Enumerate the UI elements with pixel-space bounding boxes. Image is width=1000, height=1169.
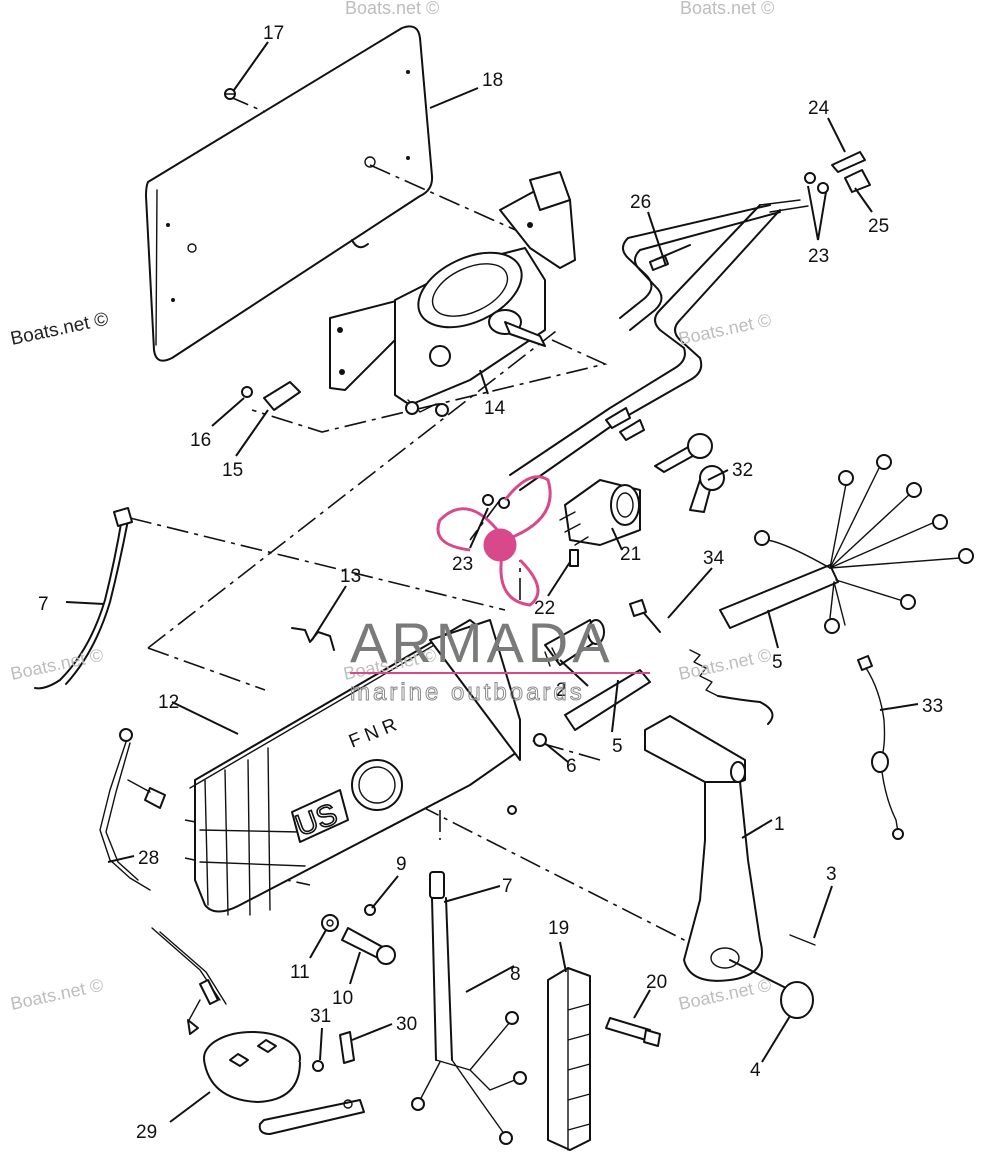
callout-numbers: 17 18 24 25 23 26 14 16 15 32 7 23 21 22… bbox=[38, 23, 943, 1143]
warning-horn bbox=[151, 927, 365, 1135]
callout-4: 4 bbox=[750, 1060, 761, 1081]
control-housing: US F N R bbox=[189, 619, 521, 916]
callout-31: 31 bbox=[310, 1006, 331, 1027]
watermark: Boats.net © bbox=[680, 0, 774, 18]
callout-1: 1 bbox=[774, 814, 785, 835]
callout-6: 6 bbox=[566, 756, 577, 777]
brand-tagline: marine outboards bbox=[350, 679, 585, 706]
lead-wire bbox=[34, 507, 133, 690]
washer bbox=[533, 733, 547, 747]
screw bbox=[224, 88, 236, 100]
mounting-plate bbox=[145, 25, 434, 362]
control-handle bbox=[644, 715, 791, 991]
callout-7-center: 7 bbox=[502, 876, 513, 897]
callout-8: 8 bbox=[510, 964, 521, 985]
roll-pin bbox=[789, 934, 816, 946]
armada-logo-icon bbox=[436, 475, 552, 607]
callout-18: 18 bbox=[482, 70, 503, 91]
block-bolt bbox=[605, 1017, 661, 1047]
callout-9: 9 bbox=[396, 854, 407, 875]
callout-30: 30 bbox=[396, 1014, 417, 1035]
callout-23-center: 23 bbox=[452, 554, 473, 575]
watermark: Boats.net © bbox=[677, 310, 773, 349]
wire-harness bbox=[754, 454, 974, 634]
armada-brand: ARMADA marine outboards bbox=[350, 611, 650, 707]
callout-2: 2 bbox=[556, 680, 567, 701]
wire-sleeve bbox=[564, 564, 839, 731]
watermarks: Boats.net © Boats.net © Boats.net © Boat… bbox=[9, 0, 775, 1014]
assembly-guide-lines bbox=[129, 95, 701, 949]
callout-5-center: 5 bbox=[612, 736, 623, 757]
callout-32: 32 bbox=[732, 460, 753, 481]
throttle-shift-cables bbox=[509, 199, 809, 491]
callout-10: 10 bbox=[332, 988, 353, 1009]
callout-25: 25 bbox=[868, 216, 889, 237]
callout-19: 19 bbox=[548, 918, 569, 939]
mounting-screws bbox=[312, 1031, 355, 1072]
trim-switch bbox=[544, 619, 605, 667]
callout-leader-lines bbox=[65, 41, 919, 1123]
watermark: Boats.net © bbox=[9, 309, 111, 350]
callout-20: 20 bbox=[646, 972, 667, 993]
callout-7-left: 7 bbox=[38, 594, 49, 615]
callout-12: 12 bbox=[158, 692, 179, 713]
stop-switch-lead bbox=[857, 655, 904, 840]
cable-pin bbox=[804, 151, 871, 194]
terminal-screw bbox=[569, 549, 579, 567]
safety-lanyard bbox=[629, 599, 774, 725]
callout-21: 21 bbox=[620, 544, 641, 565]
watermark: Boats.net © bbox=[9, 975, 105, 1014]
nut bbox=[482, 494, 510, 509]
callout-23-upper: 23 bbox=[808, 246, 829, 267]
watermark: Boats.net © bbox=[345, 0, 439, 18]
ignition-keys bbox=[654, 433, 725, 513]
callout-3: 3 bbox=[826, 864, 837, 885]
callout-15: 15 bbox=[222, 460, 243, 481]
neutral-switch-lead bbox=[99, 728, 166, 891]
terminal-block bbox=[547, 967, 591, 1151]
housing-hardware bbox=[321, 904, 396, 965]
callout-16: 16 bbox=[190, 430, 211, 451]
callout-13: 13 bbox=[340, 566, 361, 587]
callout-14: 14 bbox=[484, 398, 506, 419]
callout-34: 34 bbox=[703, 548, 725, 569]
brand-name: ARMADA bbox=[350, 611, 614, 674]
ignition-switch bbox=[559, 479, 641, 546]
callout-29: 29 bbox=[136, 1122, 157, 1143]
callout-5-right: 5 bbox=[772, 652, 783, 673]
watermark: Boats.net © bbox=[9, 645, 105, 684]
callout-28: 28 bbox=[138, 848, 159, 869]
control-mechanism bbox=[329, 171, 576, 417]
callout-26: 26 bbox=[630, 192, 651, 213]
callout-11: 11 bbox=[290, 962, 310, 983]
callout-24: 24 bbox=[808, 98, 830, 119]
callout-33: 33 bbox=[922, 696, 943, 717]
handle-knob bbox=[780, 981, 814, 1019]
callout-17: 17 bbox=[263, 23, 284, 44]
grommet-harness bbox=[411, 871, 527, 1145]
cam-and-screw bbox=[241, 381, 301, 411]
callout-22: 22 bbox=[534, 598, 555, 619]
